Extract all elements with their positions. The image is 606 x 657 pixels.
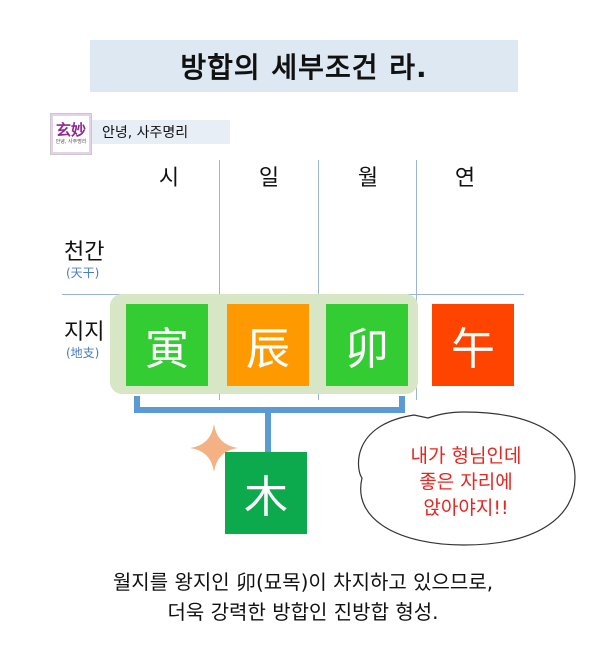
branch-char: 辰 xyxy=(246,324,290,375)
row-label-heavenly-stems: 천간 xyxy=(64,240,105,265)
caption-line-2: 더욱 강력한 방합인 진방합 형성. xyxy=(167,600,439,624)
bubble-line: 좋은 자리에 xyxy=(419,471,513,493)
row-sublabel-earthly-branches: (地支) xyxy=(66,346,100,360)
grid-divider-1 xyxy=(219,160,220,400)
bubble-line: 내가 형님인데 xyxy=(410,445,522,467)
grid-divider-2 xyxy=(318,160,319,400)
column-header-hour: 시 xyxy=(158,166,180,191)
branch-char: 午 xyxy=(451,324,495,375)
branch-tile-jin: 辰 xyxy=(227,304,309,386)
branch-char: 卯 xyxy=(345,324,389,375)
row-sublabel-heavenly-stems: (天干) xyxy=(66,266,100,280)
logo-subtext: 안녕, 사주명리 xyxy=(55,139,87,145)
branch-char: 寅 xyxy=(145,324,189,375)
bubble-line: 앉아야지!! xyxy=(423,497,509,519)
speech-bubble xyxy=(357,411,576,546)
combination-bracket xyxy=(134,396,405,456)
result-tile-wood: 木 xyxy=(225,452,307,534)
result-char: 木 xyxy=(244,472,288,523)
title-banner: 방합의 세부조건 라. xyxy=(90,40,518,92)
row-label-earthly-branches: 지지 xyxy=(64,320,105,345)
branch-tile-o: 午 xyxy=(432,304,514,386)
page-title: 방합의 세부조건 라. xyxy=(180,51,428,84)
speech-bubble-text: 내가 형님인데 좋은 자리에 앉아야지!! xyxy=(368,443,564,521)
grid-divider-3 xyxy=(416,160,417,400)
blog-name-box: 안녕, 사주명리 xyxy=(92,120,230,144)
sparkle-icon xyxy=(190,424,238,472)
blog-logo: 玄妙 안녕, 사주명리 xyxy=(50,113,92,155)
logo-mark: 玄妙 xyxy=(55,121,86,139)
blog-name: 안녕, 사주명리 xyxy=(102,125,189,141)
column-header-day: 일 xyxy=(258,166,280,191)
branch-tile-myo: 卯 xyxy=(326,304,408,386)
column-header-year: 연 xyxy=(454,166,476,191)
branch-tile-in: 寅 xyxy=(126,304,208,386)
column-header-month: 월 xyxy=(357,166,379,191)
caption-line-1: 월지를 왕지인 卯(묘목)이 차지하고 있으므로, xyxy=(112,570,494,594)
